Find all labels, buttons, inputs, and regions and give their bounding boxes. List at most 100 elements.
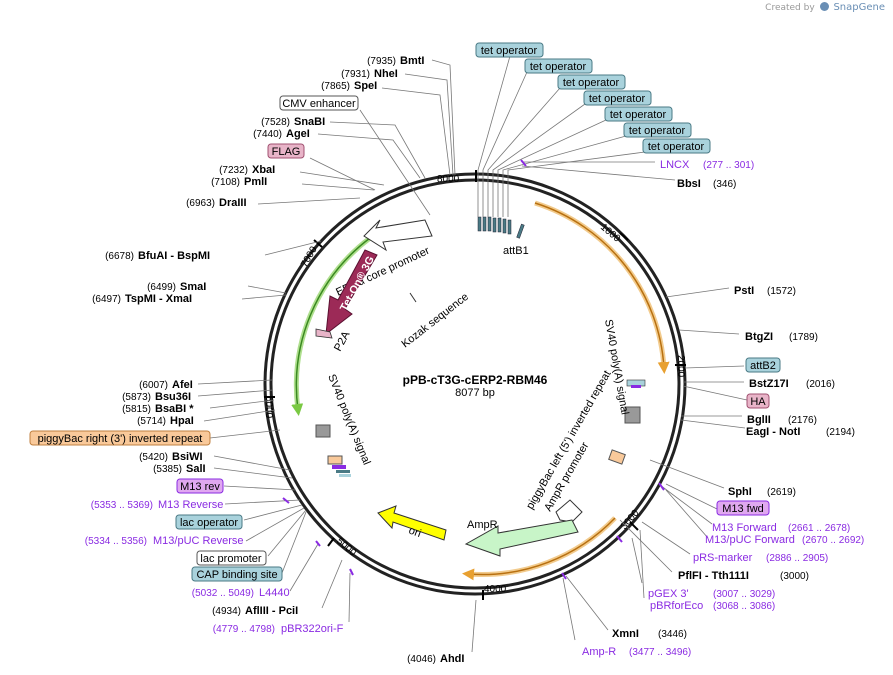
tet-operator-blocks xyxy=(477,216,525,239)
primer-name: pBRforEco xyxy=(650,600,703,612)
tick-2000: 2000 xyxy=(675,355,686,378)
attb2-box xyxy=(745,357,781,373)
primer-pos: (277 .. 301) xyxy=(703,160,754,171)
enzyme-pos: (2016) xyxy=(806,379,835,390)
enzyme-pos: (1572) xyxy=(767,286,796,297)
primer-marks xyxy=(282,159,665,580)
enzyme-pos: (6678) xyxy=(105,251,134,262)
primer-pos: (4779 .. 4798) xyxy=(213,624,275,635)
primer-pos: (2886 .. 2905) xyxy=(766,553,828,564)
tet-operator-7: tet operator xyxy=(648,141,705,153)
enzyme-name: XmnI xyxy=(612,628,639,640)
tet-operator-2: tet operator xyxy=(530,61,587,73)
enzyme-pos: (5385) xyxy=(153,464,182,475)
lac-promoter-box xyxy=(196,550,267,566)
created-by-text: Created by xyxy=(765,3,815,13)
tick-4000: 4000 xyxy=(484,584,507,595)
enzyme-name: SalI xyxy=(186,463,206,475)
enzyme-name: PstI xyxy=(734,285,754,297)
enzyme-name: BglII xyxy=(747,414,771,426)
primer-name: M13 Forward xyxy=(712,522,777,534)
enzyme-name: TspMI - XmaI xyxy=(125,293,192,305)
primer-name: L4440 xyxy=(259,587,290,599)
m13fwd-label: M13 fwd xyxy=(722,503,764,515)
kozak-label: Kozak sequence xyxy=(399,291,470,351)
enzyme-pos: (6007) xyxy=(139,380,168,391)
enzyme-pos: (7865) xyxy=(321,81,350,92)
cmv-box xyxy=(279,95,359,111)
tick-6000: 6000 xyxy=(263,396,274,419)
cds-arc-bottom-line xyxy=(462,517,616,581)
enzyme-labels-right: XmnI (3446) PflFI - Tth111I (3000) SphI … xyxy=(612,178,855,640)
p2a-label: P2A xyxy=(332,329,353,354)
tet-operator-6: tet operator xyxy=(629,125,686,137)
primer-pos: (3068 .. 3086) xyxy=(713,601,775,612)
primer-pos: (3477 .. 3496) xyxy=(629,647,691,658)
enzyme-pos: (1789) xyxy=(789,332,818,343)
tet-operator-3: tet operator xyxy=(563,77,620,89)
sv40-left-label: SV40 poly(A) signal xyxy=(325,373,372,467)
primer-name: M13/pUC Reverse xyxy=(153,535,243,547)
tick-marks xyxy=(264,170,686,600)
m13rev-box xyxy=(176,478,224,494)
enzyme-name: DraIII xyxy=(219,197,247,209)
ori-label: ori xyxy=(407,525,423,540)
tet-operator-labels: tet operator tet operator tet operator t… xyxy=(475,42,711,154)
enzyme-pos: (3000) xyxy=(780,571,809,582)
enzyme-pos: (346) xyxy=(713,179,736,190)
cap-label: CAP binding site xyxy=(196,569,277,581)
lac-promoter-label: lac promoter xyxy=(200,553,261,565)
enzyme-name: NheI xyxy=(374,68,398,80)
pb-right-label: piggyBac right (3') inverted repeat xyxy=(38,433,203,445)
primer-name: Amp-R xyxy=(582,646,616,658)
enzyme-pos: (5873) xyxy=(122,392,151,403)
teton-3g-feature: Tet-On® 3G xyxy=(325,249,378,336)
enzyme-name: PmlI xyxy=(244,176,267,188)
primer-name: M13 Reverse xyxy=(158,499,223,511)
primer-labels: LNCX (277 .. 301) (5353 .. 5369) M13 Rev… xyxy=(85,159,865,658)
enzyme-pos: (2176) xyxy=(788,415,817,426)
enzyme-pos: (7440) xyxy=(253,129,282,140)
sv40-left-block xyxy=(315,424,331,438)
cap-box xyxy=(191,566,283,582)
enzyme-pos: (7232) xyxy=(219,165,248,176)
pb-left-block xyxy=(608,449,626,465)
tet-operator-5: tet operator xyxy=(610,109,667,121)
m13rev-label: M13 rev xyxy=(180,481,220,493)
tick-3000: 3000 xyxy=(619,507,642,531)
pb-right-box xyxy=(29,430,211,446)
enzyme-name: SmaI xyxy=(180,281,206,293)
enzyme-pos: (6499) xyxy=(147,282,176,293)
enzyme-pos: (7528) xyxy=(261,117,290,128)
primer-pos: (2670 .. 2692) xyxy=(802,535,864,546)
kozak-marker xyxy=(409,292,417,303)
p2a-feature: P2A xyxy=(315,328,353,354)
brand-name: SnapGene xyxy=(833,2,885,13)
primer-pos: (2661 .. 2678) xyxy=(788,523,850,534)
attb2-label: attB2 xyxy=(750,360,776,372)
enzyme-pos: (5420) xyxy=(139,452,168,463)
leader-lines xyxy=(197,55,748,653)
enzyme-labels-left: (7935) BmtI (7931) NheI (7865) SpeI (752… xyxy=(92,55,464,665)
primer-pos: (5334 .. 5356) xyxy=(85,536,147,547)
enzyme-name: BfuAI - BspMI xyxy=(138,250,210,262)
enzyme-pos: (7108) xyxy=(211,177,240,188)
enzyme-name: AflIII - PciI xyxy=(245,605,298,617)
primer-name: pRS-marker xyxy=(693,552,753,564)
enzyme-pos: (6963) xyxy=(186,198,215,209)
pb-left-label: piggyBac left (5') inverted repeat xyxy=(524,369,613,512)
lac-cluster-blocks xyxy=(327,455,351,477)
enzyme-name: BstZ17I xyxy=(749,378,789,390)
plasmid-length: 8077 bp xyxy=(455,387,495,399)
enzyme-name: XbaI xyxy=(252,164,275,176)
ampr-label: AmpR xyxy=(467,519,498,531)
ampr-feature: AmpR xyxy=(464,519,579,557)
primer-pos: (5032 .. 5049) xyxy=(192,588,254,599)
enzyme-pos: (3446) xyxy=(658,629,687,640)
enzyme-name: SpeI xyxy=(354,80,377,92)
enzyme-pos: (4934) xyxy=(212,606,241,617)
lac-operator-box xyxy=(175,514,243,530)
enzyme-pos: (4046) xyxy=(407,654,436,665)
cds-arc-right-line xyxy=(534,202,670,374)
